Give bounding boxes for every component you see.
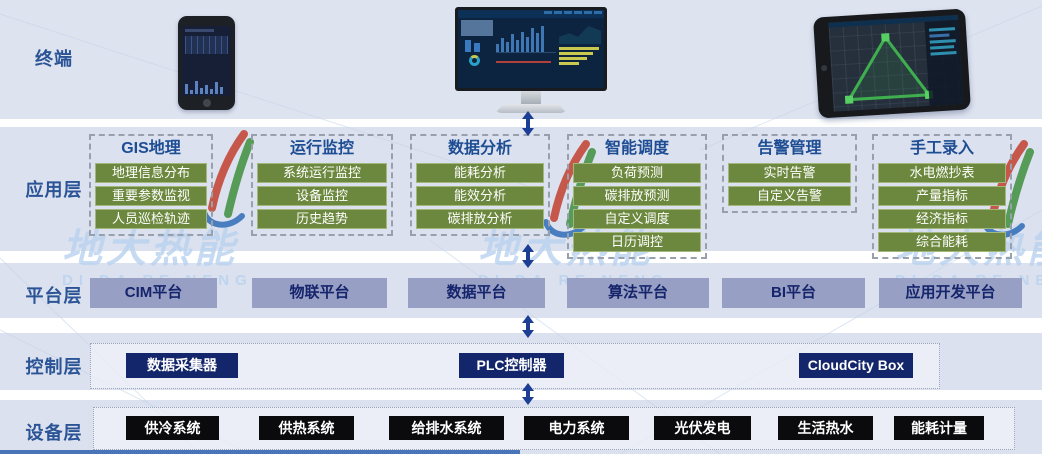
device-box-energy-metering: 能耗计量	[894, 416, 984, 440]
app-item: 历史趋势	[257, 209, 387, 229]
app-item: 水电燃抄表	[878, 163, 1006, 183]
app-item: 设备监控	[257, 186, 387, 206]
app-column-title: 告警管理	[757, 140, 822, 157]
control-box-plc: PLC控制器	[459, 353, 564, 378]
app-item: 负荷预测	[573, 163, 701, 183]
app-item: 人员巡检轨迹	[95, 209, 207, 229]
app-column-alarm: 告警管理 实时告警 自定义告警	[722, 134, 857, 213]
monitor-stand-base	[495, 104, 567, 113]
device-box-pv: 光伏发电	[654, 416, 751, 440]
app-column-title: GIS地理	[121, 140, 181, 157]
desktop-monitor-mockup	[455, 7, 607, 113]
app-column-title: 手工录入	[909, 140, 974, 157]
app-column-title: 智能调度	[604, 140, 669, 157]
control-box-cloudcity: CloudCity Box	[799, 353, 913, 378]
app-item: 日历调控	[573, 232, 701, 252]
device-box-heating: 供热系统	[259, 416, 354, 440]
app-item: 综合能耗	[878, 232, 1006, 252]
platform-box-bi: BI平台	[722, 278, 865, 308]
bottom-accent-strip	[0, 450, 520, 454]
flow-arrow-control-device	[522, 383, 534, 405]
tablet-gis-map-screen	[828, 14, 964, 112]
app-column-smart-dispatch: 智能调度 负荷预测 碳排放预测 自定义调度 日历调控	[567, 134, 707, 259]
app-item: 经济指标	[878, 209, 1006, 229]
layer-label-control: 控制层	[25, 357, 83, 377]
flow-arrow-application-platform	[522, 244, 534, 268]
app-column-monitoring: 运行监控 系统运行监控 设备监控 历史趋势	[251, 134, 393, 236]
monitor-dashboard-screen	[455, 7, 607, 91]
tablet-mockup	[813, 8, 971, 119]
device-layer-container: 供冷系统 供热系统 给排水系统 电力系统 光伏发电 生活热水 能耗计量	[93, 407, 1015, 450]
app-column-manual-entry: 手工录入 水电燃抄表 产量指标 经济指标 综合能耗	[872, 134, 1012, 259]
platform-box-algorithm: 算法平台	[567, 278, 709, 308]
app-column-gis: GIS地理 地理信息分布 重要参数监视 人员巡检轨迹	[89, 134, 213, 236]
app-item: 自定义调度	[573, 209, 701, 229]
platform-box-data: 数据平台	[408, 278, 545, 308]
smartphone-dashboard-screen	[182, 26, 231, 96]
smartphone-mockup	[178, 16, 235, 110]
platform-box-iot: 物联平台	[252, 278, 387, 308]
flow-arrow-platform-control	[522, 315, 534, 338]
app-column-title: 运行监控	[289, 140, 354, 157]
layer-label-device: 设备层	[25, 423, 83, 443]
layer-label-terminal: 终端	[35, 49, 73, 69]
app-item: 产量指标	[878, 186, 1006, 206]
app-item: 能耗分析	[416, 163, 544, 183]
app-item: 系统运行监控	[257, 163, 387, 183]
device-box-power: 电力系统	[524, 416, 629, 440]
device-box-hot-water: 生活热水	[778, 416, 873, 440]
tablet-camera-icon	[820, 64, 828, 71]
device-box-cooling: 供冷系统	[126, 416, 219, 440]
app-column-title: 数据分析	[447, 140, 512, 157]
monitor-stand-neck	[521, 91, 541, 104]
app-column-data-analysis: 数据分析 能耗分析 能效分析 碳排放分析	[410, 134, 550, 236]
app-item: 地理信息分布	[95, 163, 207, 183]
flow-arrow-terminal-application	[522, 111, 534, 136]
app-item: 能效分析	[416, 186, 544, 206]
control-layer-container: 数据采集器 PLC控制器 CloudCity Box	[90, 343, 940, 389]
app-item: 碳排放分析	[416, 209, 544, 229]
device-box-water-drainage: 给排水系统	[389, 416, 504, 440]
layer-label-platform: 平台层	[25, 286, 83, 306]
app-item: 自定义告警	[728, 186, 851, 206]
app-item: 实时告警	[728, 163, 851, 183]
layer-label-application: 应用层	[25, 180, 83, 200]
phone-home-button-icon	[202, 99, 211, 107]
app-item: 重要参数监视	[95, 186, 207, 206]
platform-box-app-dev: 应用开发平台	[879, 278, 1022, 308]
platform-box-cim: CIM平台	[90, 278, 217, 308]
control-box-data-collector: 数据采集器	[126, 353, 238, 378]
app-item: 碳排放预测	[573, 186, 701, 206]
